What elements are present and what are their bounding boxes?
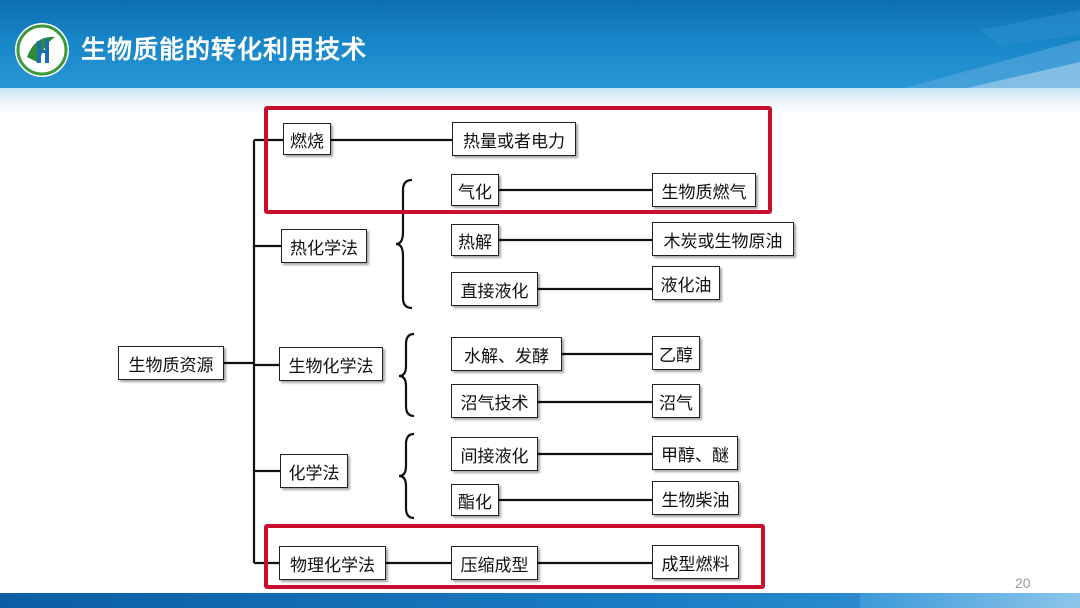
root-node: 生物质资源 <box>118 346 224 380</box>
process-esterification: 酯化 <box>451 484 499 516</box>
slide-header <box>0 0 1080 92</box>
highlight-box-physicochemical <box>264 524 765 589</box>
process-direct-liquefaction: 直接液化 <box>451 272 538 306</box>
product-methanol-ether: 甲醇、醚 <box>652 436 738 470</box>
process-pyrolysis: 热解 <box>451 224 499 256</box>
product-ethanol: 乙醇 <box>652 336 700 370</box>
category-thermochemical: 热化学法 <box>281 229 367 263</box>
footer-bar <box>0 593 1080 608</box>
page-number: 20 <box>1015 575 1031 591</box>
process-indirect-liquefaction: 间接液化 <box>451 437 538 471</box>
product-biogas: 沼气 <box>652 384 700 418</box>
process-compression-molding: 压缩成型 <box>451 546 538 580</box>
category-combustion: 燃烧 <box>283 123 331 155</box>
product-heat-or-power: 热量或者电力 <box>452 122 576 156</box>
product-liquefied-oil: 液化油 <box>652 266 720 300</box>
process-biogas-technology: 沼气技术 <box>451 384 538 418</box>
category-chemical: 化学法 <box>280 454 348 488</box>
product-biodiesel: 生物柴油 <box>652 481 739 515</box>
product-biomass-gas: 生物质燃气 <box>652 173 756 207</box>
footer-bar-accent <box>860 593 1080 608</box>
category-physicochemical: 物理化学法 <box>279 546 386 580</box>
header-decoration <box>890 10 1080 92</box>
logo-icon <box>15 23 69 77</box>
process-gasification: 气化 <box>451 174 499 206</box>
highlight-box-combustion <box>264 106 772 214</box>
product-charcoal-or-bio-oil: 木炭或生物原油 <box>652 222 794 256</box>
product-molded-fuel: 成型燃料 <box>652 545 739 579</box>
process-hydrolysis-fermentation: 水解、发酵 <box>451 337 562 371</box>
category-biochemical: 生物化学法 <box>279 347 383 381</box>
slide-title: 生物质能的转化利用技术 <box>81 35 368 64</box>
